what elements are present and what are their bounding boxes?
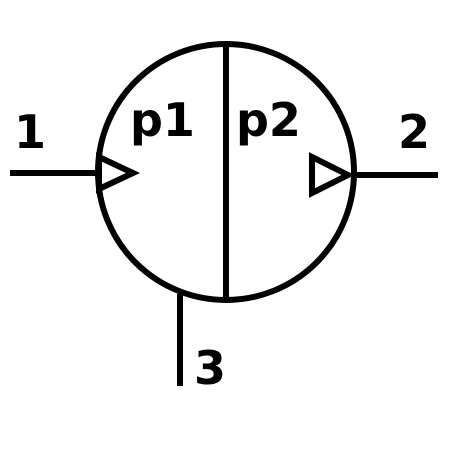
port1-arrow-icon — [96, 152, 141, 194]
section2-label: p2 — [236, 93, 301, 147]
port2-arrow-icon — [309, 152, 355, 198]
port3-label: 3 — [194, 341, 226, 395]
port2-label: 2 — [398, 105, 430, 159]
section1-label: p1 — [130, 93, 195, 147]
port1-label: 1 — [14, 105, 46, 159]
